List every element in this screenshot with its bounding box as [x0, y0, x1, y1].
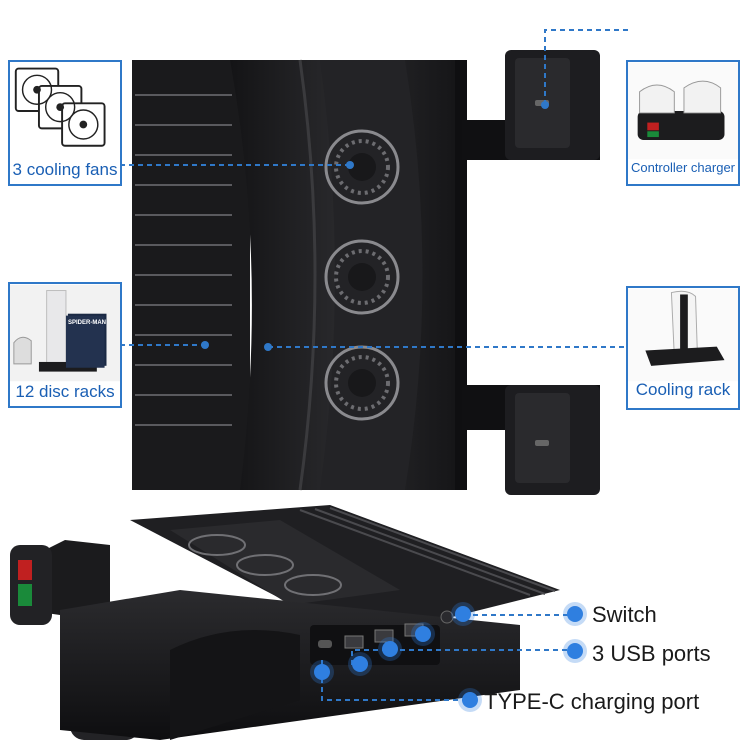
switch-port-marker — [455, 606, 471, 622]
callout-controller-charger: Controller charger — [626, 60, 740, 186]
fan-icon — [14, 67, 106, 147]
game-title-text: SPIDER-MAN — [68, 320, 107, 326]
usb-port-marker-2 — [382, 641, 398, 657]
typec-marker — [462, 692, 478, 708]
controller-charger-photo — [628, 62, 738, 160]
callout-label-fans: 3 cooling fans — [12, 160, 118, 179]
stand-top-view — [132, 50, 600, 495]
usb-ports-label: 3 USB ports — [592, 641, 711, 666]
callout-disc-racks: SPIDER-MAN 12 disc racks — [8, 282, 122, 408]
callout-label-controller: Controller charger — [630, 160, 736, 175]
switch-label: Switch — [592, 602, 657, 627]
callout-cooling-rack: Cooling rack — [626, 286, 740, 410]
disc-rack-photo — [10, 284, 120, 382]
callout-label-discs: 12 disc racks — [15, 382, 115, 401]
usb-port-marker-1 — [415, 626, 431, 642]
callout-label-cooling: Cooling rack — [635, 380, 731, 399]
callout-cooling-fans: 3 cooling fans — [8, 60, 122, 186]
usb-port-marker-3 — [352, 656, 368, 672]
typec-port-label: TYPE-C charging port — [484, 689, 700, 714]
stand-perspective-view — [10, 505, 560, 740]
typec-port-marker — [314, 664, 330, 680]
switch-marker — [567, 606, 583, 622]
cooling-rack-photo — [628, 288, 738, 382]
usb-marker — [567, 643, 583, 659]
